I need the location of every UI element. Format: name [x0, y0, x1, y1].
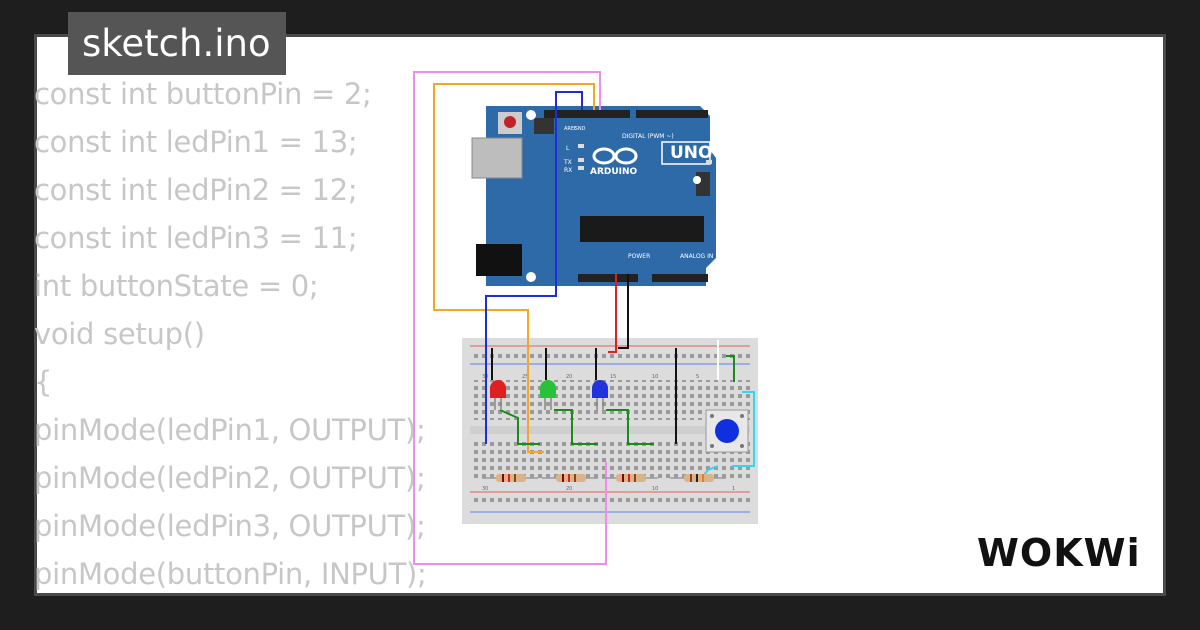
digital-header-left	[544, 110, 630, 118]
wire-green[interactable]	[606, 409, 654, 445]
wokwi-logo[interactable]: WOKWi	[975, 528, 1147, 574]
push-button[interactable]	[705, 409, 749, 453]
l-led-indicator	[578, 144, 584, 148]
wire-green[interactable]	[499, 409, 540, 445]
wire-pink[interactable]	[413, 71, 607, 565]
usb-connector	[471, 137, 523, 179]
wire-green[interactable]	[726, 355, 735, 382]
analog-header	[652, 274, 708, 282]
analog-label: ANALOG IN	[680, 253, 713, 260]
brand-label: ARDUINO	[590, 167, 638, 177]
led-green[interactable]	[540, 380, 556, 410]
resistor[interactable]	[602, 474, 658, 482]
column-number: 20	[566, 486, 572, 492]
wire-black[interactable]	[618, 274, 629, 349]
circuit-diagram[interactable]: 30 25 20 15 10 5 1 30 20 10 1 DIGITAL (P…	[380, 36, 780, 576]
code-line: const int buttonPin = 2;	[34, 77, 372, 111]
bottom-rail-holes	[470, 496, 750, 506]
led-blue[interactable]	[592, 380, 608, 410]
gnd-label: GND	[574, 126, 586, 132]
arduino-uno-board[interactable]: DIGITAL (PWM ~) AREF GND L TX RX UNO ARD…	[471, 106, 729, 286]
power-label: POWER	[628, 253, 650, 260]
column-number: 15	[610, 374, 616, 380]
icsp-header	[534, 118, 554, 134]
file-tab[interactable]: sketch.ino	[68, 12, 286, 75]
push-button-cap[interactable]	[715, 419, 739, 443]
l-led-label: L	[566, 145, 570, 152]
led-red[interactable]	[490, 380, 506, 410]
wire-blue[interactable]	[485, 91, 583, 444]
digital-header-label: DIGITAL (PWM ~)	[622, 133, 674, 140]
wire-orange[interactable]	[433, 83, 595, 453]
top-terminal-holes	[470, 380, 750, 420]
file-tab-label: sketch.ino	[82, 22, 271, 65]
code-line: const int ledPin3 = 11;	[34, 221, 358, 255]
wire-green[interactable]	[554, 409, 598, 445]
code-line: pinMode(ledPin2, OUTPUT);	[34, 461, 426, 495]
tx-label: TX	[563, 159, 572, 166]
mounting-hole	[526, 272, 536, 282]
column-number: 5	[696, 374, 699, 380]
column-number: 10	[652, 486, 658, 492]
code-line: int buttonState = 0;	[34, 269, 319, 303]
rx-led-indicator	[578, 166, 584, 170]
code-line: const int ledPin1 = 13;	[34, 125, 358, 159]
code-line: {	[34, 365, 53, 399]
tx-led-indicator	[578, 158, 584, 162]
icsp-header-2	[696, 172, 710, 196]
wokwi-logo-text: WOKWi	[977, 531, 1141, 574]
microcontroller-chip	[580, 216, 704, 242]
uno-label-box	[661, 141, 711, 165]
infinity-logo	[592, 147, 638, 165]
bottom-terminal-holes	[470, 440, 750, 480]
column-number: 1	[732, 486, 735, 492]
code-line: pinMode(buttonPin, INPUT);	[34, 557, 427, 591]
wire-red[interactable]	[608, 274, 617, 353]
code-editor[interactable]: const int buttonPin = 2; const int ledPi…	[34, 70, 427, 598]
resistor[interactable]	[482, 474, 538, 482]
code-line: const int ledPin2 = 12;	[34, 173, 358, 207]
board-model-label: UNO	[670, 143, 712, 163]
code-line: void setup()	[34, 317, 205, 351]
digital-header-right	[636, 110, 708, 118]
reset-button[interactable]	[504, 116, 516, 128]
column-number: 25	[522, 374, 528, 380]
column-number: 30	[482, 486, 488, 492]
mounting-hole	[693, 176, 701, 184]
code-line: pinMode(ledPin1, OUTPUT);	[34, 413, 426, 447]
code-line: pinMode(ledPin3, OUTPUT);	[34, 509, 426, 543]
top-rail-holes	[470, 350, 750, 360]
resistor[interactable]	[670, 474, 726, 482]
breadboard[interactable]: 30 25 20 15 10 5 1 30 20 10 1	[462, 338, 758, 524]
column-number: 10	[652, 374, 658, 380]
center-channel	[470, 426, 750, 434]
wire-cyan[interactable]	[732, 391, 755, 467]
resistor[interactable]	[542, 474, 598, 482]
rx-label: RX	[564, 167, 572, 174]
power-header	[578, 274, 638, 282]
aref-label: AREF	[564, 126, 577, 132]
wires[interactable]	[413, 71, 755, 565]
mounting-hole	[526, 110, 536, 120]
power-jack	[476, 244, 522, 276]
on-led-indicator	[706, 160, 712, 164]
on-label: ON	[720, 160, 729, 167]
column-number: 20	[566, 374, 572, 380]
